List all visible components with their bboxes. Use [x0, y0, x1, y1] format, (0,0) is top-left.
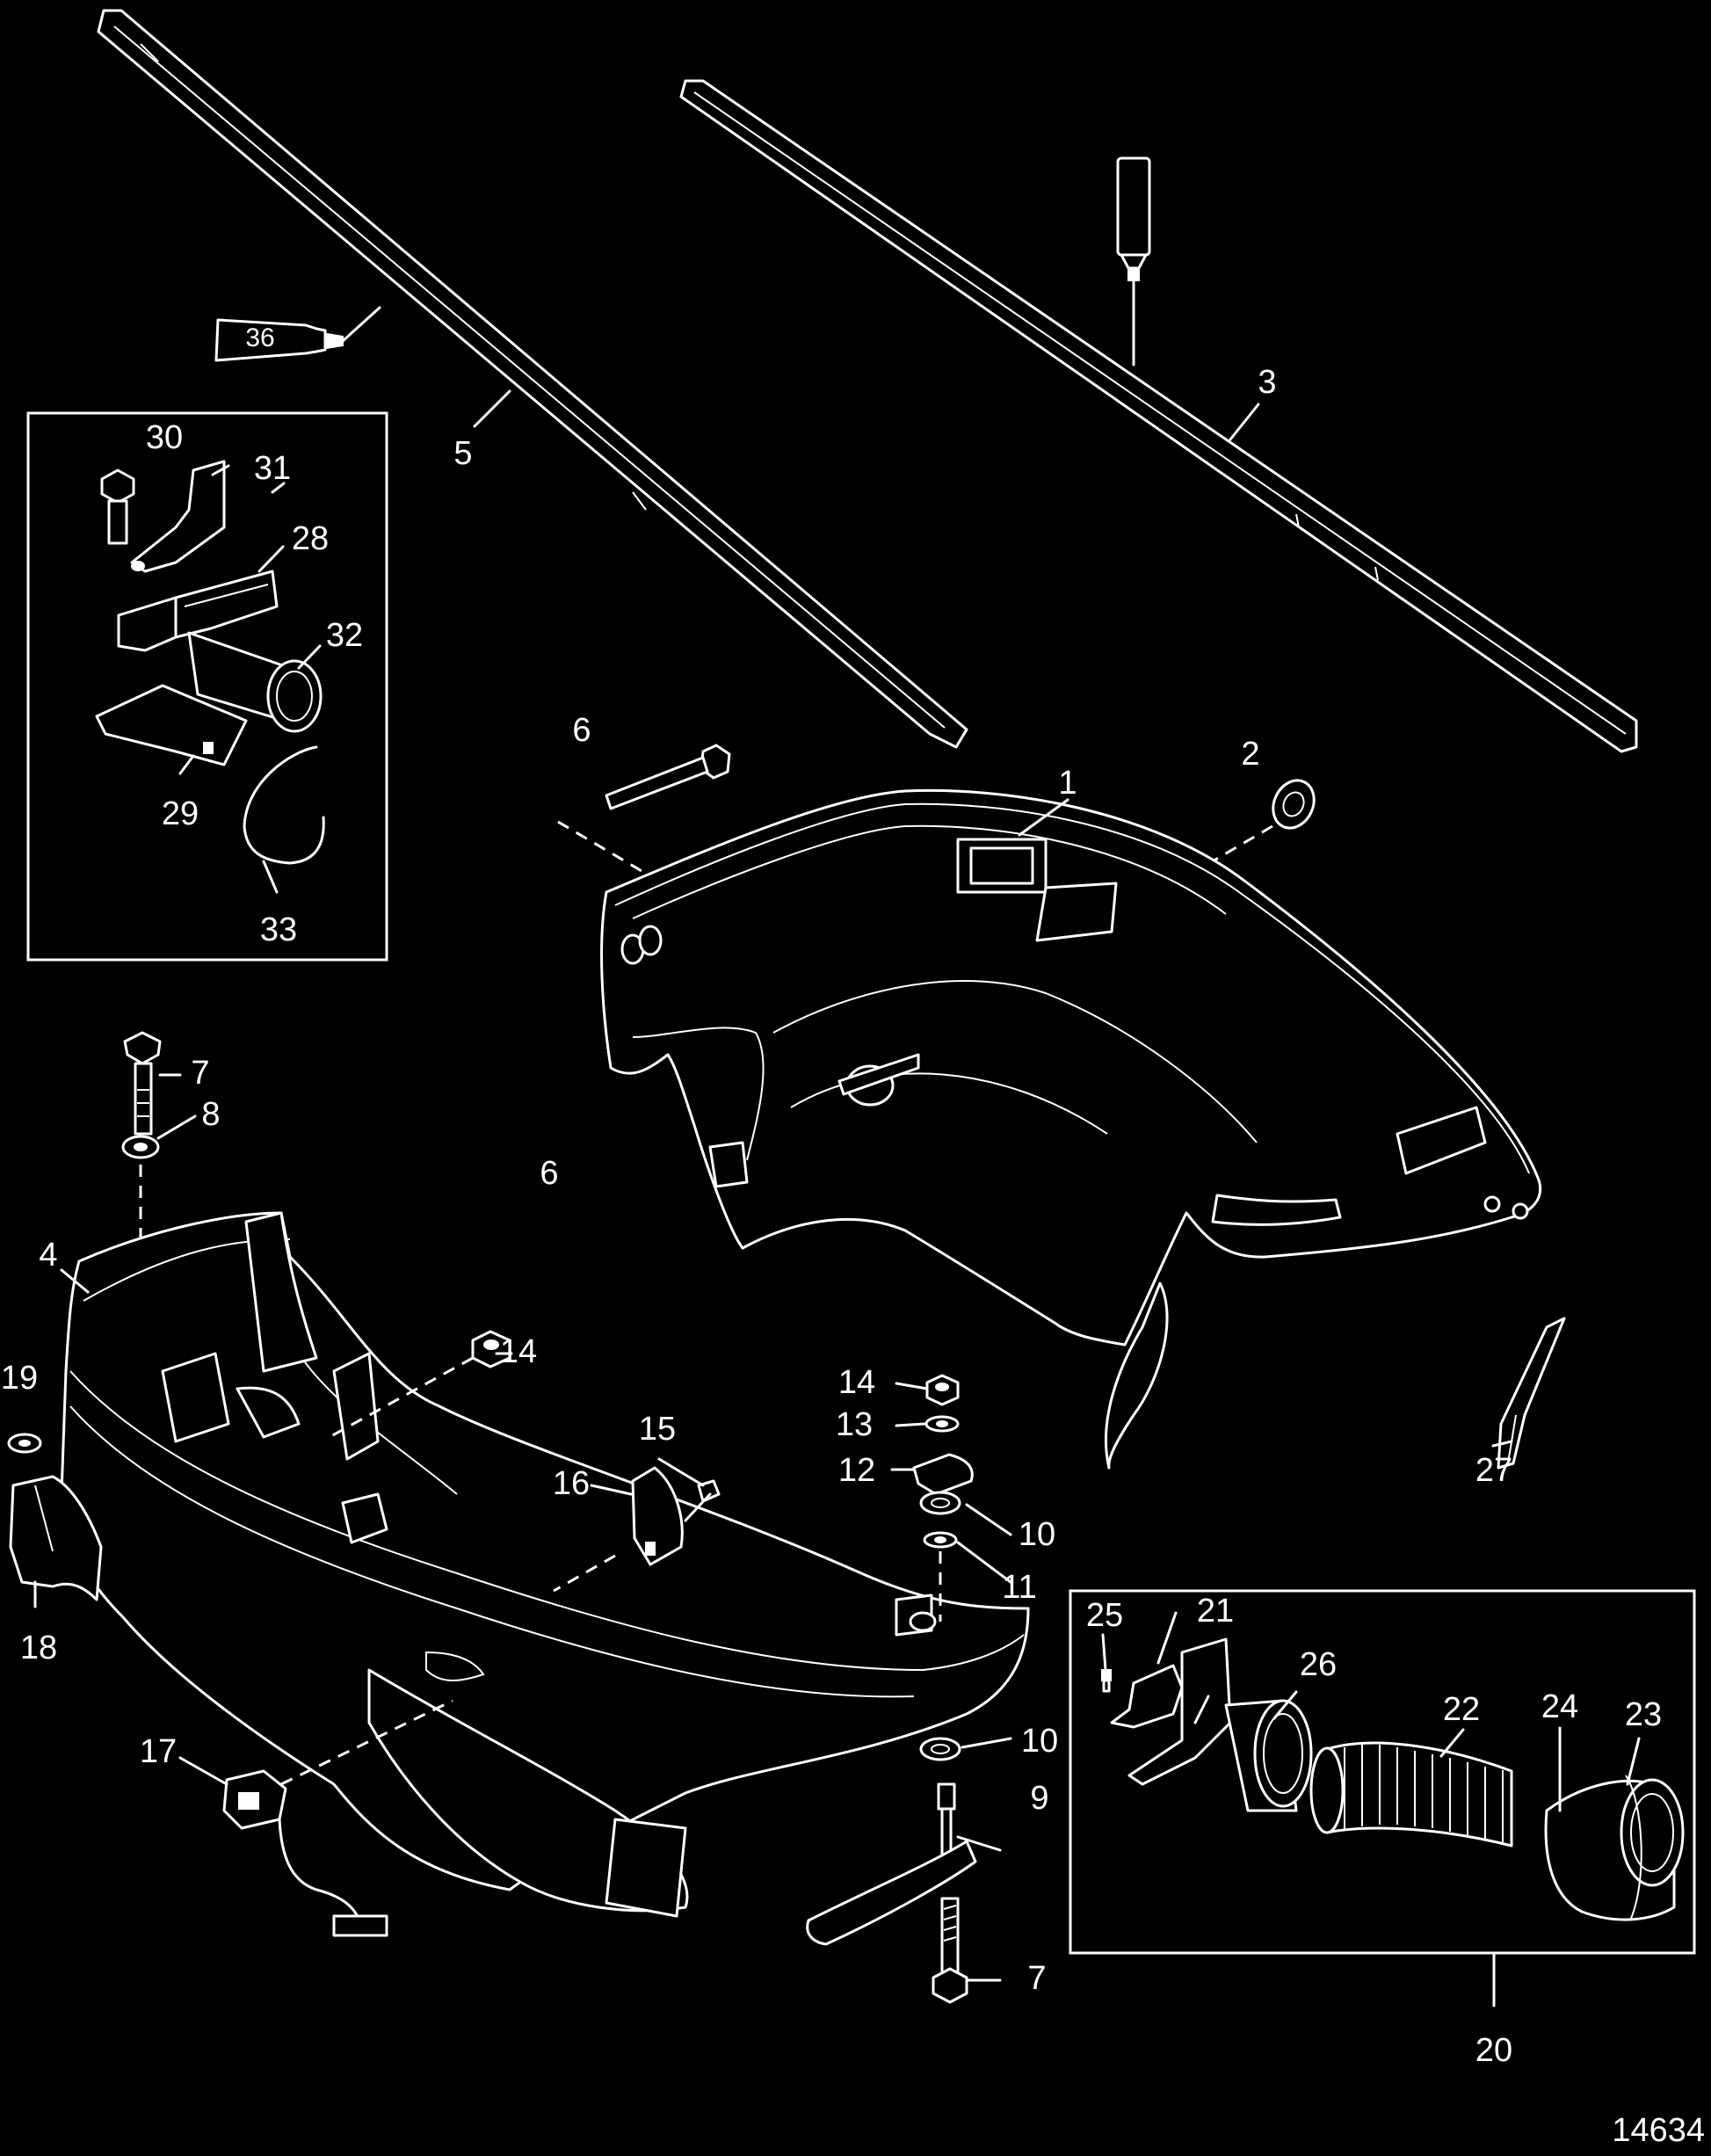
duct-32-icon [187, 631, 323, 733]
callout-8: 8 [201, 1096, 220, 1133]
upper-cowl-1 [600, 788, 1542, 1470]
washer-13-icon [924, 1415, 960, 1433]
lower-cowl-4 [60, 1211, 1030, 1918]
nut-14-right-icon [925, 1374, 960, 1406]
washer-11-icon [923, 1531, 958, 1622]
callout-16: 16 [553, 1465, 590, 1502]
callout-28: 28 [292, 520, 329, 557]
callout-14-left: 14 [500, 1333, 537, 1370]
plate-12-icon [912, 1453, 974, 1496]
callout-10-lower: 10 [1021, 1723, 1058, 1760]
callout-24: 24 [1541, 1688, 1578, 1725]
screw-25-icon [1101, 1669, 1112, 1693]
switch-17-icon [222, 1699, 453, 1937]
callout-29: 29 [162, 795, 199, 832]
callout-15: 15 [639, 1411, 676, 1448]
callout-32: 32 [326, 617, 363, 654]
callout-1: 1 [1058, 765, 1077, 802]
bracket-21-icon [1110, 1664, 1184, 1729]
callout-31: 31 [254, 450, 291, 487]
callout-23: 23 [1625, 1696, 1662, 1733]
callout-13: 13 [836, 1406, 873, 1443]
callout-5: 5 [453, 435, 472, 472]
nut-14-left-icon [329, 1330, 511, 1439]
callout-leaders [33, 389, 1641, 1982]
callout-7-bottom: 7 [1027, 1960, 1046, 1997]
seal-strip-5 [97, 9, 968, 749]
bracket-28-icon [117, 570, 279, 652]
figure-id: 14634 [1612, 2112, 1705, 2149]
bushing-10-lower-icon [919, 1737, 961, 1761]
callout-26: 26 [1300, 1646, 1337, 1683]
callout-25: 25 [1086, 1597, 1123, 1634]
sealant-tube-icon [1116, 156, 1151, 367]
duct-26-icon [1127, 1637, 1313, 1812]
callout-10-upper: 10 [1019, 1516, 1055, 1553]
callout-9: 9 [1030, 1780, 1048, 1817]
washer-19-icon [7, 1433, 42, 1454]
clip-27-icon [1497, 1317, 1566, 1470]
flange-23-icon [1544, 1775, 1685, 1921]
callout-4: 4 [39, 1237, 57, 1274]
callout-18: 18 [20, 1630, 57, 1666]
link-9-icon [806, 1782, 977, 1946]
callout-19: 19 [1, 1360, 38, 1397]
washer-8-icon [121, 1135, 160, 1283]
callout-7-top: 7 [191, 1055, 209, 1092]
callout-17: 17 [140, 1733, 177, 1770]
callout-12: 12 [838, 1452, 875, 1489]
callout-14-right: 14 [838, 1364, 875, 1401]
pad-18-icon [9, 1475, 103, 1601]
inset-box-right [1069, 1589, 1696, 2007]
callout-21: 21 [1197, 1593, 1234, 1630]
seal-strip-3 [679, 79, 1638, 753]
screw-15-icon [684, 1479, 721, 1522]
callout-20: 20 [1475, 2032, 1512, 2069]
inset-box-left [26, 411, 388, 962]
bolt-7-bottom-icon [932, 1897, 968, 2004]
callout-27: 27 [1475, 1452, 1512, 1489]
callout-6-top: 6 [572, 712, 591, 749]
callout-3: 3 [1258, 364, 1276, 401]
bolt-7-top-icon [123, 1031, 162, 1136]
shell-29-icon [95, 684, 248, 766]
bolt-30-icon [100, 468, 135, 545]
bracket-16-icon [553, 1466, 684, 1593]
callout-6-mid: 6 [540, 1155, 558, 1192]
sealant-tube-36-icon: 36 [214, 306, 381, 362]
callout-33: 33 [260, 911, 297, 948]
callout-11: 11 [1002, 1569, 1036, 1606]
callout-30: 30 [146, 419, 183, 456]
clip-33-icon [243, 745, 325, 865]
tube-36-label: 36 [245, 323, 274, 352]
bracket-31-icon [130, 460, 226, 573]
callout-22: 22 [1443, 1691, 1480, 1728]
bushing-10-upper-icon [919, 1491, 961, 1515]
hose-22-icon [1309, 1741, 1513, 1847]
callout-2: 2 [1241, 736, 1259, 773]
